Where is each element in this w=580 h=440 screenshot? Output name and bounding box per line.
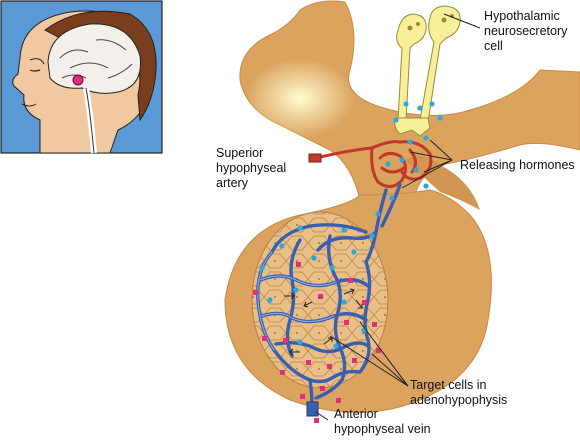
glow-region [245, 58, 355, 138]
label-anterior-hypophyseal-vein: Anterior hypophyseal vein [334, 407, 431, 436]
label-releasing-hormones: Releasing hormones [460, 158, 575, 172]
vein-opening [306, 401, 319, 417]
label-target-cells: Target cells in adenohypophysis [410, 378, 508, 407]
pituitary-hormone-dots [253, 262, 381, 423]
label-hypothalamic-neurosecretory-cell: Hypothalamic neurosecretory cell [484, 9, 568, 53]
label-superior-hypophyseal-artery: Superior hypophyseal artery [216, 146, 287, 190]
leader-lines [315, 13, 481, 421]
neurosecretory-cells [394, 5, 461, 137]
artery-opening [308, 153, 322, 163]
secretion-arrows [284, 288, 363, 356]
brain-icon [47, 23, 142, 94]
pituitary-marker [72, 74, 84, 86]
releasing-hormone-dots [259, 101, 443, 349]
hypothalamus-tissue [239, 0, 580, 201]
head-inset [0, 0, 163, 154]
